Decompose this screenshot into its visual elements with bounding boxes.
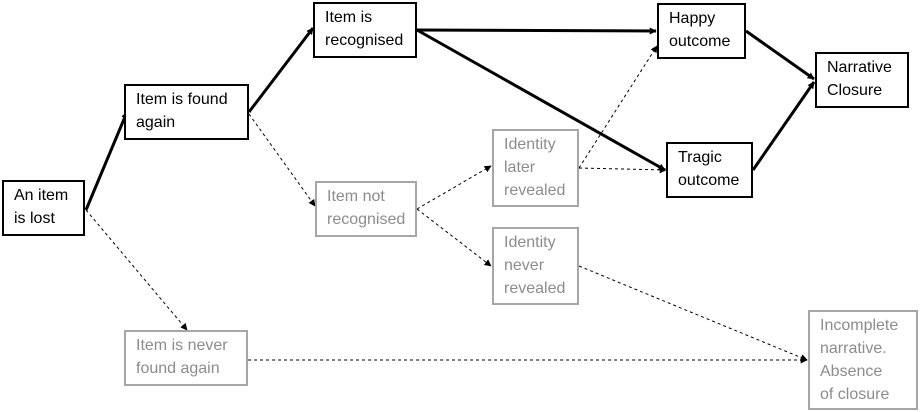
node-text-line: recognised — [325, 32, 404, 49]
node-item-recognised: Item is recognised — [313, 2, 417, 58]
node-item-lost: An item is lost — [2, 180, 85, 236]
node-item-never-found: Item is never found again — [124, 330, 248, 386]
node-text-line: of closure — [820, 386, 890, 403]
node-identity-later-revealed: Identity later revealed — [492, 129, 579, 207]
node-incomplete-narrative: Incomplete narrative. Absence of closure — [808, 310, 918, 410]
node-text-line: Closure — [827, 82, 883, 99]
edge-recognised-to-tragic — [416, 28, 666, 172]
edge-recognised-to-happy — [416, 27, 657, 35]
edge-happy-to-closure — [745, 29, 815, 81]
node-text-line: later — [504, 159, 536, 176]
edge-later-revealed-to-happy — [578, 45, 658, 169]
node-text-line: outcome — [678, 172, 740, 189]
node-text-line: narrative. — [820, 340, 887, 357]
edge-not-recognised-to-later-revealed — [416, 165, 492, 210]
edge-not-recognised-to-never-revealed — [416, 208, 492, 267]
node-text-line: never — [504, 257, 545, 274]
node-identity-never-revealed: Identity never revealed — [492, 227, 579, 305]
node-text-line: Item is — [325, 9, 373, 26]
node-text-line: found again — [136, 360, 220, 377]
node-tragic-outcome: Tragic outcome — [666, 142, 753, 198]
node-text-line: Incomplete — [820, 317, 899, 334]
node-text-line: recognised — [327, 211, 406, 228]
node-text-line: is lost — [14, 210, 55, 227]
node-text-line: revealed — [504, 182, 566, 199]
node-text-line: revealed — [504, 280, 566, 297]
node-text-line: An item — [14, 187, 69, 204]
edge-tragic-to-closure — [751, 81, 816, 171]
node-happy-outcome: Happy outcome — [657, 3, 746, 59]
node-text-line: again — [136, 114, 176, 131]
node-item-found-again: Item is found again — [124, 84, 249, 140]
edge-never-revealed-to-incomplete — [578, 265, 808, 361]
node-text-line: Item is found — [136, 91, 228, 108]
node-text-line: Item is never — [136, 337, 228, 354]
edge-lost-to-never-found — [85, 209, 188, 331]
node-text-line: Identity — [504, 234, 556, 251]
node-item-not-recognised: Item not recognised — [315, 181, 417, 237]
edge-lost-to-found — [84, 111, 129, 211]
edge-found-to-not-recognised — [248, 113, 316, 207]
node-text-line: Tragic — [678, 149, 722, 166]
edge-later-revealed-to-tragic — [578, 166, 667, 174]
node-text-line: Item not — [327, 188, 385, 205]
node-narrative-closure: Narrative Closure — [815, 52, 909, 108]
node-text-line: Identity — [504, 136, 556, 153]
node-text-line: Narrative — [827, 59, 892, 76]
node-text-line: Happy — [669, 10, 716, 27]
node-text-line: Absence — [820, 363, 883, 380]
edge-found-to-recognised — [247, 27, 315, 113]
node-text-line: outcome — [669, 33, 731, 50]
